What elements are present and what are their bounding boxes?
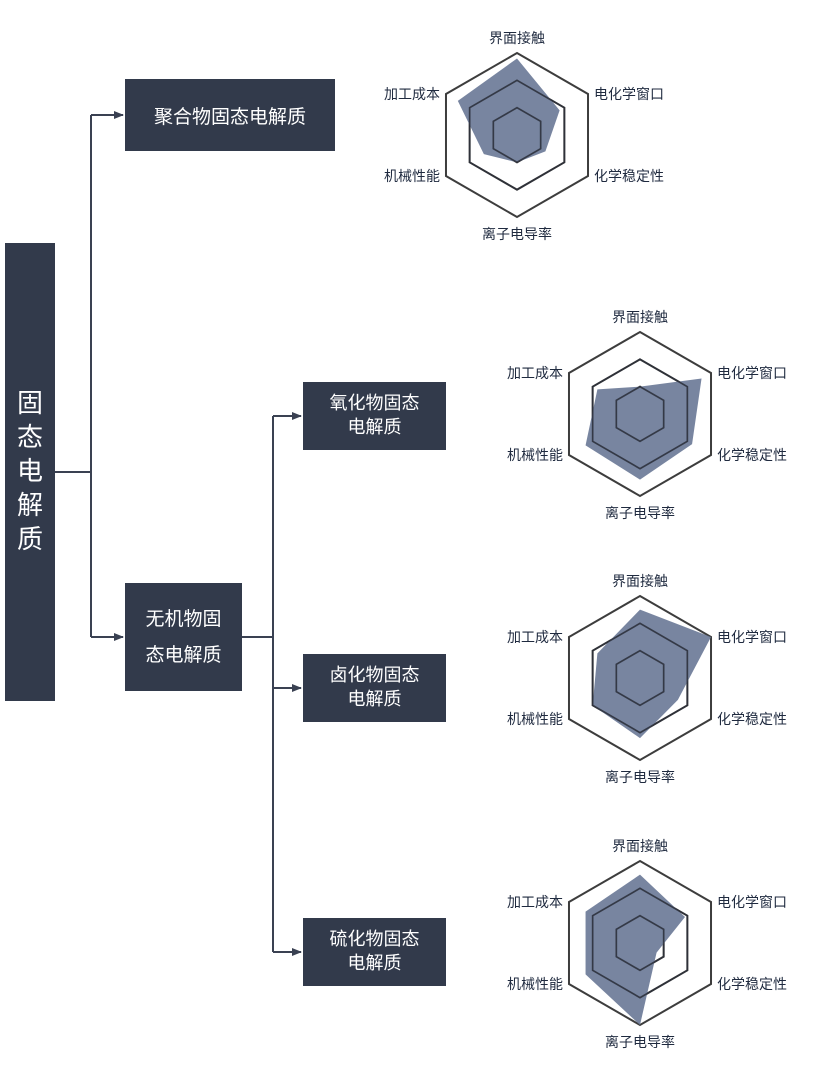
halide-label-line2: 电解质: [347, 689, 402, 710]
halide-label-line1: 卤化物固态: [329, 665, 420, 686]
root-char: 态: [16, 423, 43, 453]
radar-axis-label-ionic-conductivity: 离子电导率: [605, 505, 675, 522]
radar-grid-ring-overlay: [615, 914, 665, 972]
polymer-label: 聚合物固态电解质: [153, 105, 306, 128]
radar-grid-ring-overlay: [591, 358, 689, 470]
oxide-electrolyte-node: 氧化物固态 电解质: [303, 382, 446, 450]
radar-grid-ring-overlay: [615, 385, 665, 443]
root-char: 解: [16, 491, 43, 521]
radar-axis-label-mechanical-property: 机械性能: [384, 169, 440, 185]
radar-axis-label-mechanical-property: 机械性能: [507, 977, 563, 993]
radar-data-area: [585, 874, 685, 1025]
radar-grid-ring-overlay: [615, 649, 665, 707]
radar-axis-label-processing-cost: 加工成本: [507, 895, 563, 911]
polymer-electrolyte-node: 聚合物固态电解质: [125, 79, 335, 151]
radar-axis-label-mechanical-property: 机械性能: [507, 712, 563, 728]
radar-axis-label-electrochemical-window: 电化学窗口: [717, 365, 787, 382]
oxide-label-line2: 电解质: [347, 417, 402, 438]
radar-grid-ring: [444, 51, 590, 219]
radar-axis-label-electrochemical-window: 电化学窗口: [594, 86, 664, 103]
root-node-solid-electrolyte: 固 态 电 解 质: [5, 243, 55, 701]
radar-axis-label-chemical-stability: 化学稳定性: [717, 448, 787, 464]
radar-axis-label-processing-cost: 加工成本: [507, 630, 563, 646]
radar-axis-label-interface-contact: 界面接触: [612, 838, 668, 855]
inorganic-label-line2: 态电解质: [145, 644, 222, 666]
radar-data-area: [457, 58, 560, 163]
radar-axis-label-ionic-conductivity: 离子电导率: [482, 226, 552, 243]
radar-axis-label-electrochemical-window: 电化学窗口: [717, 894, 787, 911]
radar-axis-label-interface-contact: 界面接触: [612, 309, 668, 326]
radar-axis-label-interface-contact: 界面接触: [612, 573, 668, 590]
radar-axis-label-processing-cost: 加工成本: [384, 87, 440, 103]
sulfide-electrolyte-node: 硫化物固态 电解质: [303, 918, 446, 986]
radar-data-area: [592, 609, 712, 739]
root-char: 电: [16, 457, 43, 487]
radar-axis-label-ionic-conductivity: 离子电导率: [605, 769, 675, 786]
radar-grid-ring-overlay: [468, 79, 566, 191]
radar-axis-label-chemical-stability: 化学稳定性: [717, 712, 787, 728]
root-char: 固: [16, 389, 43, 419]
radar-grid-ring: [567, 330, 713, 498]
radar-grid-ring-overlay: [591, 622, 689, 734]
inorganic-label-line1: 无机物固: [145, 608, 222, 630]
oxide-label-line1: 氧化物固态: [329, 393, 420, 414]
halide-electrolyte-node: 卤化物固态 电解质: [303, 654, 446, 722]
sulfide-label-line2: 电解质: [347, 953, 402, 974]
radar-axis-label-chemical-stability: 化学稳定性: [594, 169, 664, 185]
root-char: 质: [16, 525, 43, 555]
radar-axis-label-interface-contact: 界面接触: [489, 30, 545, 47]
radar-axis-label-electrochemical-window: 电化学窗口: [717, 629, 787, 646]
sulfide-label-line1: 硫化物固态: [329, 929, 420, 950]
radar-grid-ring-overlay: [591, 887, 689, 999]
radar-axis-label-mechanical-property: 机械性能: [507, 448, 563, 464]
radar-axis-label-processing-cost: 加工成本: [507, 366, 563, 382]
radar-axis-label-chemical-stability: 化学稳定性: [717, 977, 787, 993]
inorganic-electrolyte-node: 无机物固 态电解质: [125, 583, 242, 691]
radar-axis-label-ionic-conductivity: 离子电导率: [605, 1034, 675, 1051]
